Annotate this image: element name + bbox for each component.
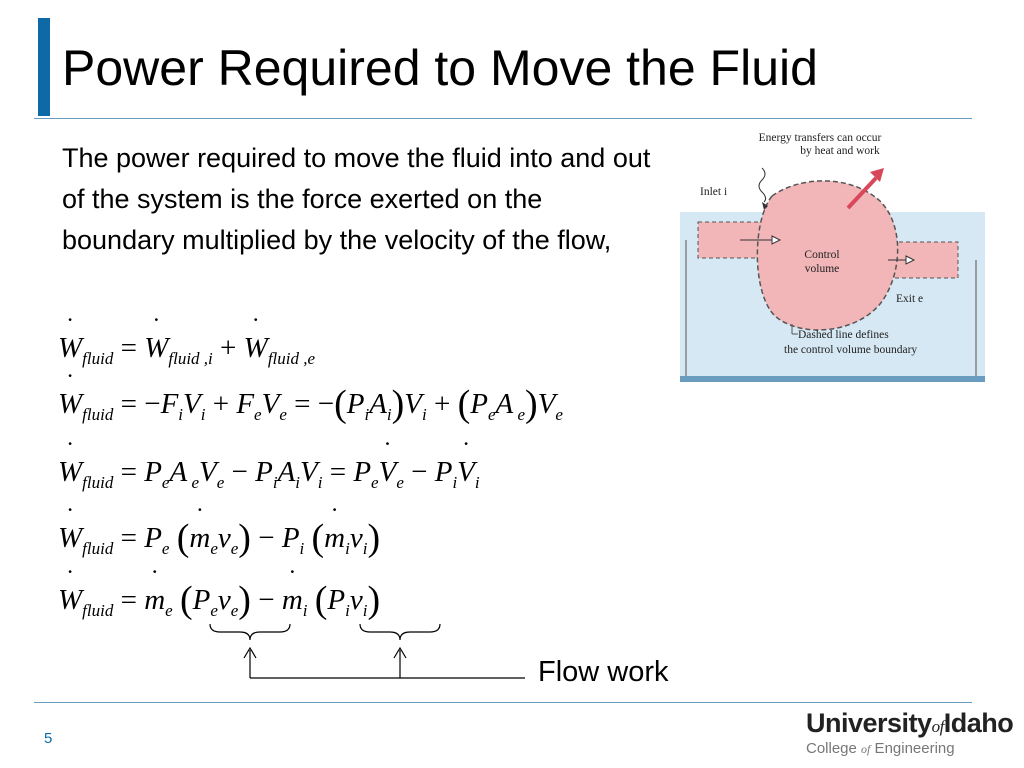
exit-label: Exit e bbox=[896, 293, 923, 305]
equation-4: Wfluid = Pe (meve) − Pi (mivi) bbox=[58, 518, 380, 558]
equation-3: Wfluid = PeA eVe − PiAiVi = PeVe − PiVi bbox=[58, 452, 480, 492]
body-paragraph: The power required to move the fluid int… bbox=[62, 143, 651, 255]
university-logo: UniversityofIdaho bbox=[806, 708, 1014, 738]
title-accent-bar bbox=[38, 18, 50, 116]
page-number: 5 bbox=[44, 730, 53, 747]
boundary-note-line2: the control volume boundary bbox=[784, 344, 917, 356]
equation-1: Wfluid = Wfluid ,i + Wfluid ,e bbox=[58, 328, 315, 368]
title-divider bbox=[34, 118, 972, 119]
footer-divider bbox=[34, 702, 972, 703]
flow-work-label: Flow work bbox=[538, 656, 669, 688]
equation-2: Wfluid = −FiVi + FeVe = −(PiAi)Vi + (PeA… bbox=[58, 384, 563, 424]
inlet-label: Inlet i bbox=[700, 186, 727, 198]
energy-note-line2: by heat and work bbox=[800, 145, 880, 157]
flow-work-pointer bbox=[209, 623, 525, 679]
boundary-note-line1: Dashed line defines bbox=[798, 329, 889, 341]
slide-title: Power Required to Move the Fluid bbox=[62, 40, 818, 96]
control-volume-figure: Energy transfers can occur by heat and w… bbox=[680, 126, 985, 396]
control-volume-label-2: volume bbox=[805, 263, 840, 275]
college-logo-text: College of Engineering bbox=[806, 740, 955, 757]
energy-note-line1: Energy transfers can occur bbox=[759, 132, 882, 144]
equation-5: Wfluid = me (Peve) − mi (Pivi) bbox=[58, 580, 380, 620]
control-volume-label-1: Control bbox=[804, 249, 839, 261]
